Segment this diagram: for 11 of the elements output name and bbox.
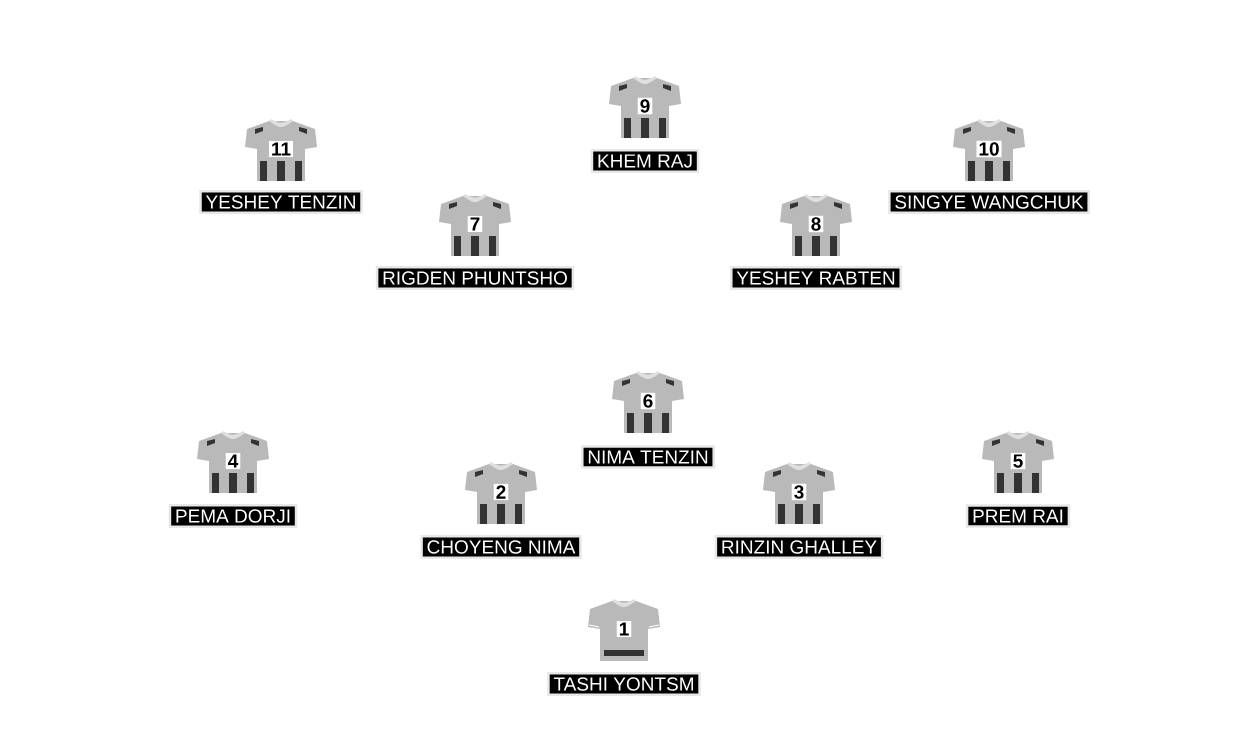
player-name-label: CHOYENG NIMA <box>420 535 582 559</box>
player-name-label: PEMA DORJI <box>168 504 298 528</box>
player-name-label: SINGYE WANGCHUK <box>888 190 1090 214</box>
player-name-label: RINZIN GHALLEY <box>714 535 884 559</box>
player-name-label: YESHEY RABTEN <box>730 266 902 290</box>
player-name-label: NIMA TENZIN <box>581 445 715 469</box>
player-name-label: TASHI YONTSM <box>547 672 701 696</box>
player-name-label: PREM RAI <box>965 504 1071 528</box>
player-name-label: YESHEY TENZIN <box>199 190 363 214</box>
player-name-label: RIGDEN PHUNTSHO <box>375 266 575 290</box>
player-name-label: KHEM RAJ <box>590 149 700 173</box>
